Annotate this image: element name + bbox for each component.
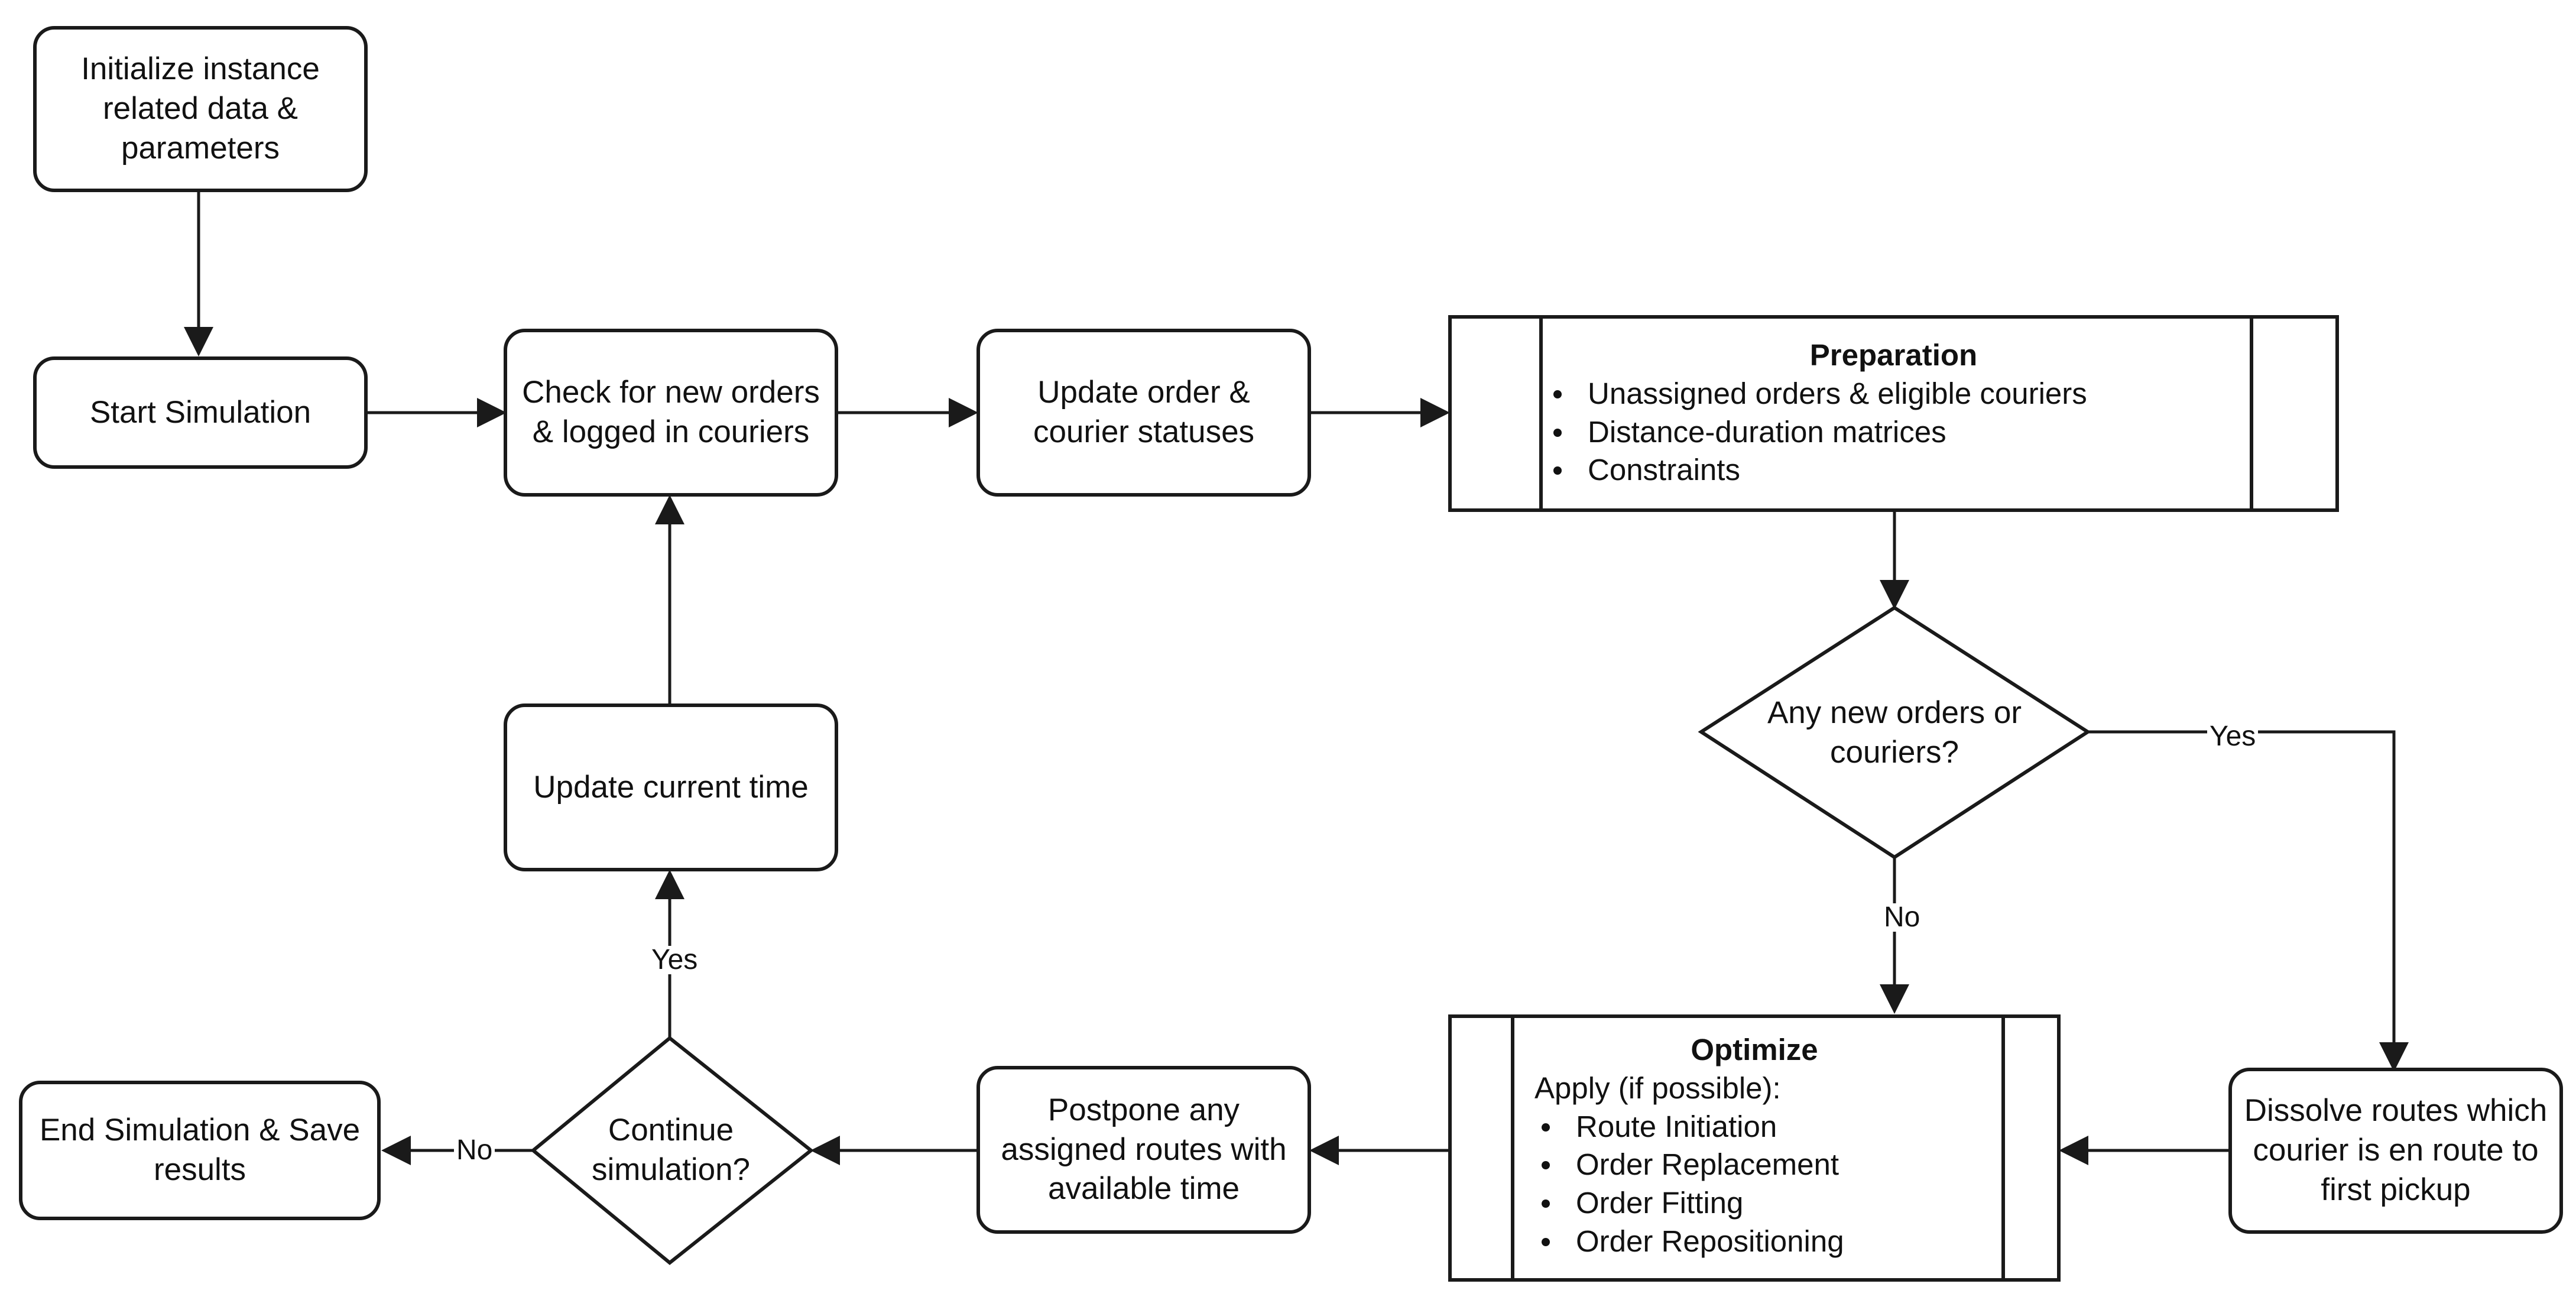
optimize-item: Order Fitting: [1534, 1184, 1992, 1223]
preparation-list: Unassigned orders & eligible couriers Di…: [1546, 375, 2241, 489]
init-node: Initialize instance related data & param…: [33, 26, 368, 192]
start-simulation-label: Start Simulation: [89, 394, 312, 430]
preparation-right-bar: [2250, 319, 2253, 508]
update-time-node: Update current time: [504, 704, 838, 871]
optimize-left-bar: [1511, 1018, 1514, 1278]
preparation-title: Preparation: [1809, 338, 1978, 372]
decision-diamond-new-orders: [1698, 605, 2091, 860]
edge-label-new-no: No: [1881, 903, 1923, 932]
dissolve-routes-node: Dissolve routes which courier is en rout…: [2228, 1068, 2563, 1234]
decision-continue-label: Continue simulation?: [544, 1103, 798, 1198]
update-status-node: Update order & courier statuses: [976, 329, 1311, 497]
optimize-list: Route Initiation Order Replacement Order…: [1534, 1108, 1992, 1261]
arrow-decision-yes-to-dissolve: [2088, 730, 2409, 1072]
edge-label-continue-no: No: [454, 1136, 495, 1165]
decision-diamond-continue: [530, 1036, 814, 1265]
postpone-routes-node: Postpone any assigned routes with availa…: [976, 1066, 1311, 1234]
start-simulation-node: Start Simulation: [33, 356, 368, 469]
optimize-item: Route Initiation: [1534, 1108, 1992, 1146]
optimize-item: Order Repositioning: [1534, 1223, 1992, 1261]
decision-new-orders-label: Any new orders or couriers?: [1750, 686, 2039, 780]
preparation-item: Constraints: [1546, 451, 2241, 489]
dissolve-routes-label: Dissolve routes which courier is en rout…: [2244, 1093, 2548, 1207]
preparation-content: Preparation Unassigned orders & eligible…: [1546, 319, 2241, 508]
postpone-routes-label: Postpone any assigned routes with availa…: [1001, 1092, 1287, 1207]
decision-continue-text: Continue simulation?: [591, 1113, 751, 1187]
edge-label-new-yes: Yes: [2207, 722, 2259, 751]
optimize-item: Order Replacement: [1534, 1146, 1992, 1184]
optimize-content: Optimize Apply (if possible): Route Init…: [1534, 1018, 1992, 1278]
preparation-item: Distance-duration matrices: [1546, 413, 2241, 452]
update-time-label: Update current time: [533, 769, 809, 805]
preparation-left-bar: [1539, 319, 1543, 508]
end-simulation-label: End Simulation & Save results: [39, 1113, 361, 1187]
preparation-item: Unassigned orders & eligible couriers: [1546, 375, 2241, 413]
decision-new-orders-text: Any new orders or couriers?: [1767, 695, 2022, 770]
check-orders-label: Check for new orders & logged in courier…: [522, 375, 820, 449]
optimize-title: Optimize: [1691, 1033, 1818, 1066]
init-label: Initialize instance related data & param…: [81, 51, 320, 166]
update-status-label: Update order & courier statuses: [1033, 375, 1255, 449]
optimize-process: Optimize Apply (if possible): Route Init…: [1448, 1014, 2061, 1282]
edge-label-continue-yes: Yes: [649, 946, 700, 974]
optimize-right-bar: [2001, 1018, 2005, 1278]
preparation-process: Preparation Unassigned orders & eligible…: [1448, 315, 2339, 512]
optimize-subtitle: Apply (if possible):: [1534, 1071, 1781, 1105]
end-simulation-node: End Simulation & Save results: [19, 1081, 381, 1220]
check-orders-node: Check for new orders & logged in courier…: [504, 329, 838, 497]
